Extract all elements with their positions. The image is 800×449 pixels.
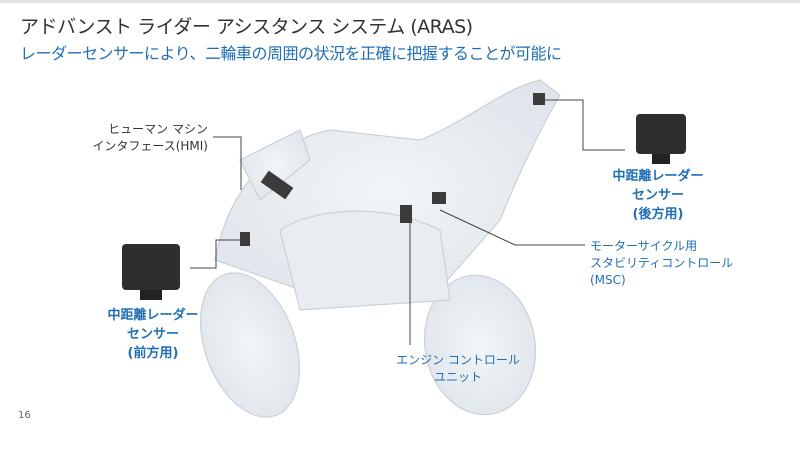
front-radar-label-line: センサー (126, 327, 179, 342)
hmi-label-line: ヒューマン マシン (108, 122, 208, 136)
page-number: 16 (18, 410, 31, 421)
ecu-label: エンジン コントロール ユニット (378, 352, 538, 386)
front-radar-sensor-image (122, 244, 180, 300)
slide-subtitle: レーダーセンサーにより、二輪車の周囲の状況を正確に把握することが可能に (20, 44, 562, 63)
leader-lines (190, 99, 625, 345)
front-radar-label: 中距離レーダー センサー (前方用) (83, 306, 223, 363)
rear-radar-sensor-image (636, 114, 686, 164)
rear-radar-label-line: センサー (631, 188, 684, 203)
ecu-label-line: ユニット (433, 370, 482, 384)
hmi-label: ヒューマン マシン インタフェース(HMI) (70, 121, 208, 155)
ecu-label-line: エンジン コントロール (396, 353, 520, 367)
rear-radar-label-line: 中距離レーダー (612, 169, 704, 184)
rear-radar-label-line: (後方用) (632, 207, 684, 222)
front-radar-label-line: (前方用) (127, 346, 179, 361)
top-divider (0, 0, 800, 3)
front-radar-label-line: 中距離レーダー (107, 308, 199, 323)
hmi-label-line: インタフェース(HMI) (92, 139, 208, 153)
msc-label-line: スタビリティコントロール (590, 256, 734, 270)
msc-label-line: (MSC) (590, 273, 626, 287)
slide-title: アドバンスト ライダー アシスタンス システム (ARAS) (20, 16, 473, 38)
msc-label-line: モーターサイクル用 (590, 239, 698, 253)
rear-radar-label: 中距離レーダー センサー (後方用) (588, 167, 728, 224)
msc-label: モーターサイクル用 スタビリティコントロール (MSC) (590, 238, 733, 289)
